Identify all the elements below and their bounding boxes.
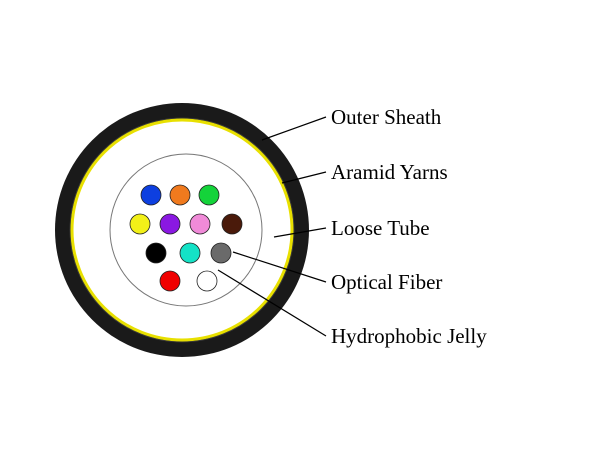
fiber-white [196,270,218,292]
aramid-yarn-ring-edge [69,117,295,343]
fiber-blue [140,184,162,206]
fiber-pink [189,213,211,235]
leader-lines [217,116,327,337]
aramid-yarn-ring [70,118,294,342]
leader-outer-sheath [261,116,327,141]
label-outer-sheath: Outer Sheath [331,105,442,129]
fiber-slate [210,242,232,264]
fiber-black [145,242,167,264]
optical-fibers [129,184,243,292]
label-hydrophobic-jelly: Hydrophobic Jelly [331,324,487,348]
leader-hydrophobic-jelly [217,269,327,337]
fiber-green [198,184,220,206]
fiber-aqua [179,242,201,264]
leader-loose-tube [273,227,327,238]
fiber-brown [221,213,243,235]
label-aramid-yarns: Aramid Yarns [331,160,448,184]
leader-optical-fiber [232,251,327,283]
label-optical-fiber: Optical Fiber [331,270,442,294]
fiber-violet [159,213,181,235]
leader-aramid-yarns [281,171,327,184]
fiber-orange [169,184,191,206]
fiber-red [159,270,181,292]
label-loose-tube: Loose Tube [331,216,430,240]
fiber-yellow [129,213,151,235]
